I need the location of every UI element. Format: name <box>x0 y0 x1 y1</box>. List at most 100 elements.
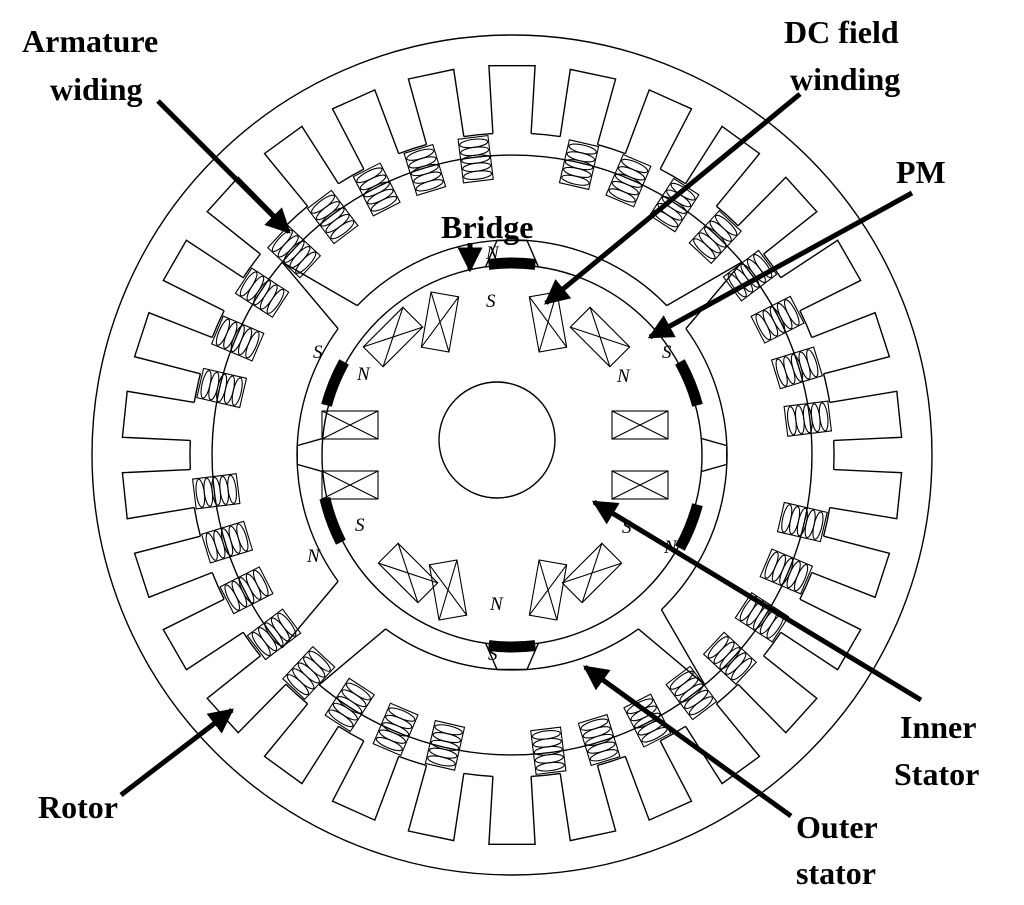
rotor-tooth <box>780 239 862 312</box>
rotor-tooth <box>829 390 903 442</box>
rotor-tooth <box>263 125 340 207</box>
armature-coil <box>776 501 828 543</box>
permanent-magnet <box>487 257 537 270</box>
dc-winding-box <box>611 410 669 440</box>
armature-coil <box>282 645 336 701</box>
arrow-pm <box>647 190 914 340</box>
pole-labels: N S N S S N N S S N N S <box>306 243 678 665</box>
armature-coil <box>759 548 814 595</box>
outer-stator-segments <box>211 154 813 756</box>
rotor-tooth <box>162 598 244 671</box>
rotor-tooth <box>263 703 340 785</box>
rotor-tooth <box>407 68 465 145</box>
pole-top-inner: S <box>486 291 496 312</box>
label-outer-2: stator <box>796 855 876 891</box>
rotor-rim-arc <box>211 572 225 600</box>
armature-coil <box>234 267 290 319</box>
rotor-tooth <box>133 535 213 599</box>
rotor-rim-arc <box>531 132 561 138</box>
rotor-rim-arc <box>398 143 427 155</box>
label-armature-2: widing <box>50 71 142 107</box>
dc-field-winding-boxes <box>321 291 669 621</box>
label-inner-2: Stator <box>894 756 979 792</box>
outer-stator-inner-arc <box>356 239 668 307</box>
dc-winding-box <box>569 306 631 368</box>
permanent-magnet <box>675 503 703 551</box>
armature-coil <box>734 591 790 643</box>
inner-stator-arm <box>701 437 728 473</box>
armature-coil <box>403 143 447 197</box>
dc-winding-box <box>428 559 468 621</box>
armature-coil <box>196 367 248 409</box>
pole-ul-inner: N <box>356 364 371 385</box>
callout-arrows <box>119 92 923 819</box>
rotor-rim-arc <box>597 755 626 767</box>
rotor-tooth <box>737 655 818 734</box>
outer-stator-edge <box>318 628 387 686</box>
rotor-rim-arc <box>463 772 493 778</box>
label-armature-1: Armature <box>22 23 158 59</box>
rotor-rim-arc <box>763 253 782 279</box>
permanent-magnet <box>321 359 349 407</box>
inner-stator-arm <box>296 437 323 473</box>
arrow-dc-field <box>544 92 802 305</box>
armature-coil <box>688 209 742 265</box>
rotor-rim-arc <box>398 755 427 767</box>
armature-coil <box>783 400 833 437</box>
outer-stator-edge <box>637 628 706 686</box>
rotor-rim-arc <box>285 683 309 705</box>
armature-coil <box>200 520 254 564</box>
dc-winding-box <box>362 306 424 368</box>
rotor-tooth <box>331 88 400 170</box>
armature-coil <box>750 295 805 344</box>
rotor-tooth <box>811 311 891 375</box>
outer-stator-inner-arc <box>296 328 339 582</box>
rotor-rim-arc <box>531 772 561 778</box>
armature-coil <box>219 566 274 615</box>
callout-labels: Armature widing DC field winding PM Brid… <box>22 14 979 891</box>
armature-coil <box>457 134 494 184</box>
arrow-rotor <box>119 708 234 797</box>
rotor-tooth <box>162 239 244 312</box>
outer-stator-edge <box>660 609 706 686</box>
outer-stator-edge <box>281 261 339 330</box>
rotor-tooth <box>407 765 465 842</box>
pole-ll-outer: N <box>306 546 321 567</box>
outer-stator-arc <box>211 261 283 649</box>
armature-coil <box>770 346 824 390</box>
outer-stator-arc <box>281 154 743 263</box>
dc-winding-box <box>561 542 623 604</box>
arrow-inner-stator <box>591 499 923 703</box>
rotor-tooth <box>780 598 862 671</box>
rotor-rim-arc <box>822 373 831 403</box>
armature-coil <box>306 189 359 245</box>
armature-coil <box>266 225 322 279</box>
rotor-tooth <box>133 311 213 375</box>
armature-coil <box>324 677 376 733</box>
rotor-tooth <box>684 703 761 785</box>
outer-stator-edge <box>685 261 743 330</box>
armature-coil <box>372 702 419 757</box>
pole-top-outer: N <box>485 243 500 264</box>
rotor-rim-arc <box>659 168 686 185</box>
armature-coil <box>605 153 652 208</box>
pole-ll-inner: S <box>355 515 365 536</box>
pole-bottom-inner: S <box>488 644 498 665</box>
rotor-rim-arc <box>799 310 813 338</box>
outer-stator-arc <box>704 261 813 686</box>
rotor-tooth <box>559 765 617 842</box>
outer-stator-inner-arc <box>660 328 728 611</box>
arrow-outer-stator <box>582 664 793 819</box>
label-bridge: Bridge <box>441 209 533 245</box>
label-dc-2: winding <box>790 61 900 97</box>
rotor-tooth <box>121 390 195 442</box>
rotor-teeth <box>121 64 903 845</box>
rotor-tooth <box>206 176 287 255</box>
outer-stator-edge <box>281 261 358 307</box>
rotor-tooth <box>559 68 617 145</box>
outer-stator-arc <box>318 684 706 756</box>
label-dc-1: DC field <box>784 14 899 50</box>
shaft-circle <box>438 381 556 499</box>
rotor-rim-arc <box>799 572 813 600</box>
